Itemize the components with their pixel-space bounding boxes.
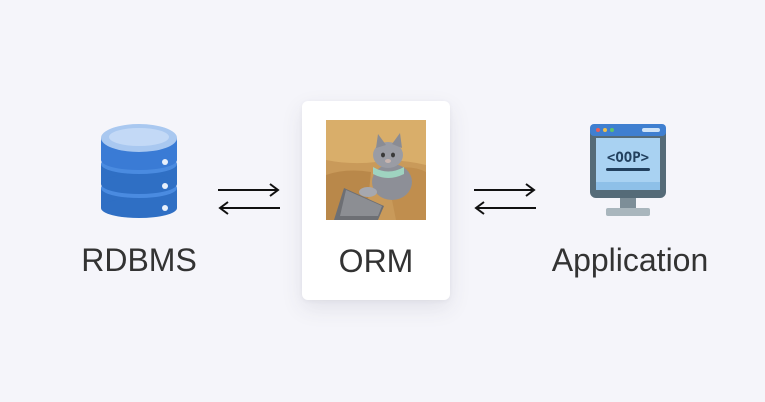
application-label: Application — [551, 242, 709, 278]
rdbms-label: RDBMS — [81, 242, 197, 278]
database-icon — [101, 124, 177, 218]
typing-cat-image — [326, 120, 426, 220]
orm-card: ORM — [302, 101, 450, 300]
orm-label: ORM — [338, 243, 414, 279]
bidirectional-arrows-icon — [474, 183, 536, 215]
monitor-code-icon: <OOP> — [590, 124, 666, 216]
monitor-screen-text: <OOP> — [607, 150, 649, 166]
bidirectional-arrows-icon — [218, 183, 280, 215]
